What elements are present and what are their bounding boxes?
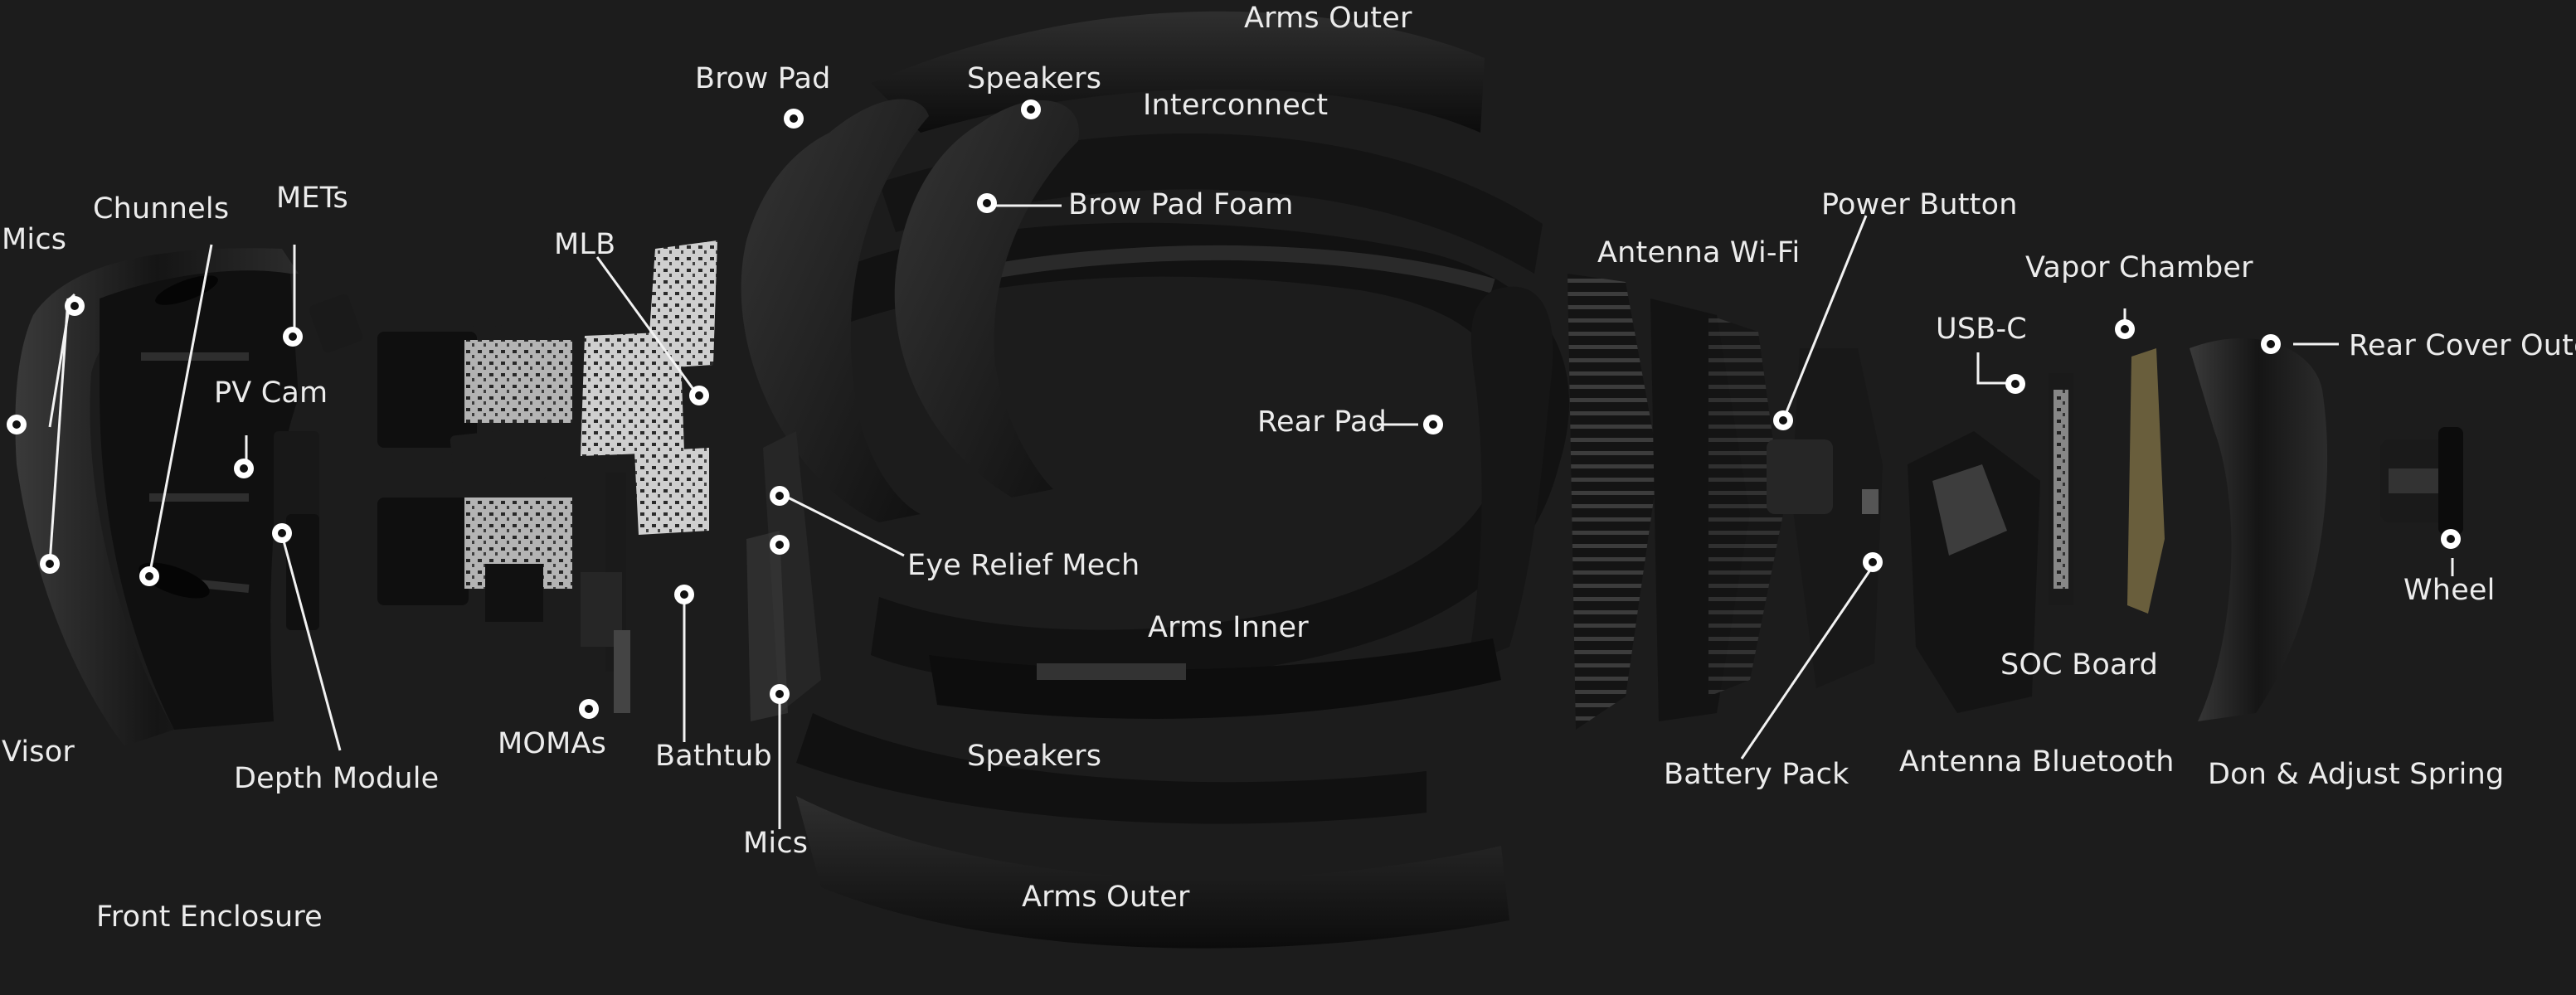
antenna-wifi-part [1567, 274, 1659, 730]
callout-dots [7, 100, 2461, 719]
arms-outer-bottom-part [796, 796, 1509, 949]
vapor-chamber-part [2127, 348, 2165, 614]
label-bathtub: Bathtub [655, 740, 772, 773]
label-interconnect: Interconnect [1143, 89, 1329, 122]
label-don-adjust-spring: Don & Adjust Spring [2208, 758, 2505, 791]
label-front-enclosure: Front Enclosure [96, 900, 323, 934]
label-soc-board: SOC Board [2000, 648, 2158, 682]
speakers-bottom-part [796, 713, 1427, 824]
label-chunnels: Chunnels [93, 192, 230, 226]
brow-pad-foam-part [894, 100, 1080, 498]
label-speakers-top: Speakers [967, 62, 1102, 95]
rear-pad-part [1468, 286, 1553, 663]
label-visor: Visor [2, 735, 75, 769]
label-battery-pack: Battery Pack [1664, 758, 1849, 791]
label-mlb: MLB [554, 228, 616, 261]
label-rear-cover-outer: Rear Cover Outer [2349, 329, 2576, 362]
label-vapor-chamber: Vapor Chamber [2025, 251, 2253, 284]
label-brow-pad: Brow Pad [695, 62, 831, 95]
label-mics-bottom: Mics [743, 827, 809, 860]
label-eye-relief-mech: Eye Relief Mech [907, 549, 1140, 582]
mlb-boards [581, 240, 717, 713]
label-mics-left: Mics [2, 223, 67, 256]
rear-cover-outer-part [2190, 338, 2328, 721]
leader-lines [48, 204, 2454, 829]
label-mets: METs [276, 182, 348, 215]
battery-pack-part [1767, 348, 1883, 688]
label-speakers-bottom: Speakers [967, 740, 1102, 773]
wheel-part [2380, 427, 2463, 535]
sensor-cluster [274, 260, 572, 630]
label-arms-outer-bottom: Arms Outer [1022, 881, 1190, 914]
brow-pad-part [741, 99, 929, 522]
label-power-button: Power Button [1821, 188, 2018, 221]
label-rear-pad: Rear Pad [1257, 405, 1388, 439]
label-antenna-bluetooth: Antenna Bluetooth [1899, 745, 2175, 779]
label-momas: MOMAs [498, 727, 607, 760]
label-arms-inner: Arms Inner [1148, 611, 1309, 644]
label-arms-outer-top: Arms Outer [1244, 2, 1412, 35]
visor-part [15, 248, 299, 746]
arms-inner-part [929, 638, 1501, 719]
label-antenna-wifi: Antenna Wi-Fi [1597, 236, 1801, 269]
label-brow-pad-foam: Brow Pad Foam [1068, 188, 1294, 221]
label-depth-module: Depth Module [234, 762, 440, 795]
label-wheel: Wheel [2403, 574, 2496, 607]
label-usb-c: USB-C [1936, 313, 2027, 346]
label-pv-cam: PV Cam [214, 376, 328, 410]
